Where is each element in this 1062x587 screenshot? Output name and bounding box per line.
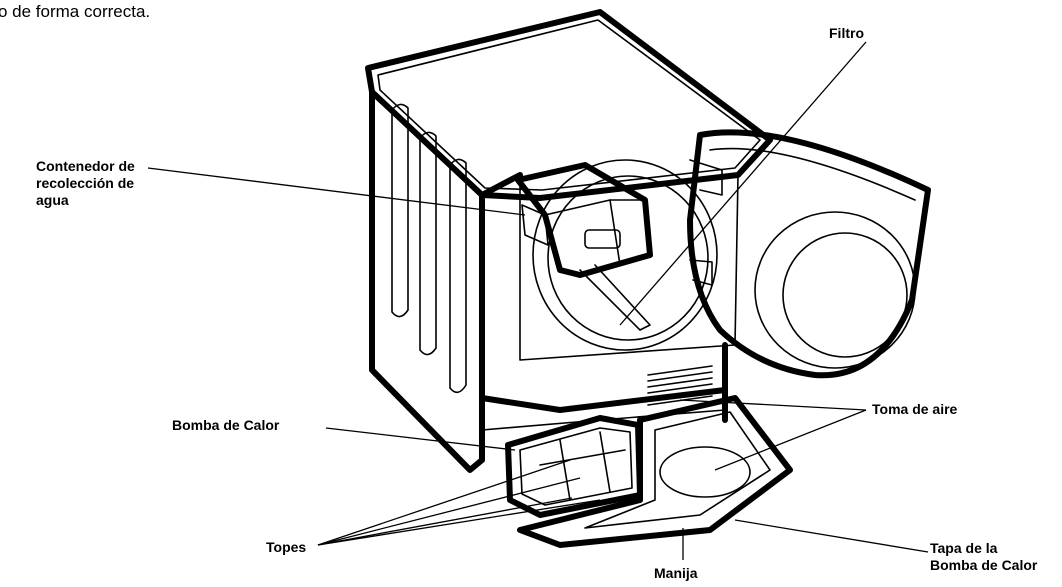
heat-pump-cover — [517, 395, 793, 548]
label-topes: Topes — [266, 539, 307, 555]
label-tapa: Tapa de la Bomba de Calor — [930, 540, 1037, 574]
heat-pump — [505, 415, 643, 518]
label-contenedor-line-1: Contenedor de — [36, 158, 135, 174]
label-filtro: Filtro — [829, 25, 864, 41]
label-toma-aire: Toma de aire — [872, 401, 958, 417]
label-tapa-line-1: Tapa de la — [930, 540, 998, 556]
leader-lines — [147, 41, 929, 560]
filter — [579, 264, 651, 331]
side-panels — [391, 103, 467, 394]
label-contenedor-line-2: recolección de — [36, 175, 135, 191]
label-tapa-line-2: Bomba de Calor — [930, 557, 1038, 573]
label-contenedor: Contenedor de recolección de agua — [36, 158, 135, 209]
label-manija: Manija — [654, 565, 698, 581]
water-container — [515, 162, 653, 278]
dryer-door — [687, 129, 931, 379]
intro-text: o de forma correcta. — [0, 2, 151, 21]
label-bomba-calor: Bomba de Calor — [172, 417, 280, 433]
drum-opening — [532, 159, 718, 351]
label-contenedor-line-3: agua — [36, 192, 69, 208]
